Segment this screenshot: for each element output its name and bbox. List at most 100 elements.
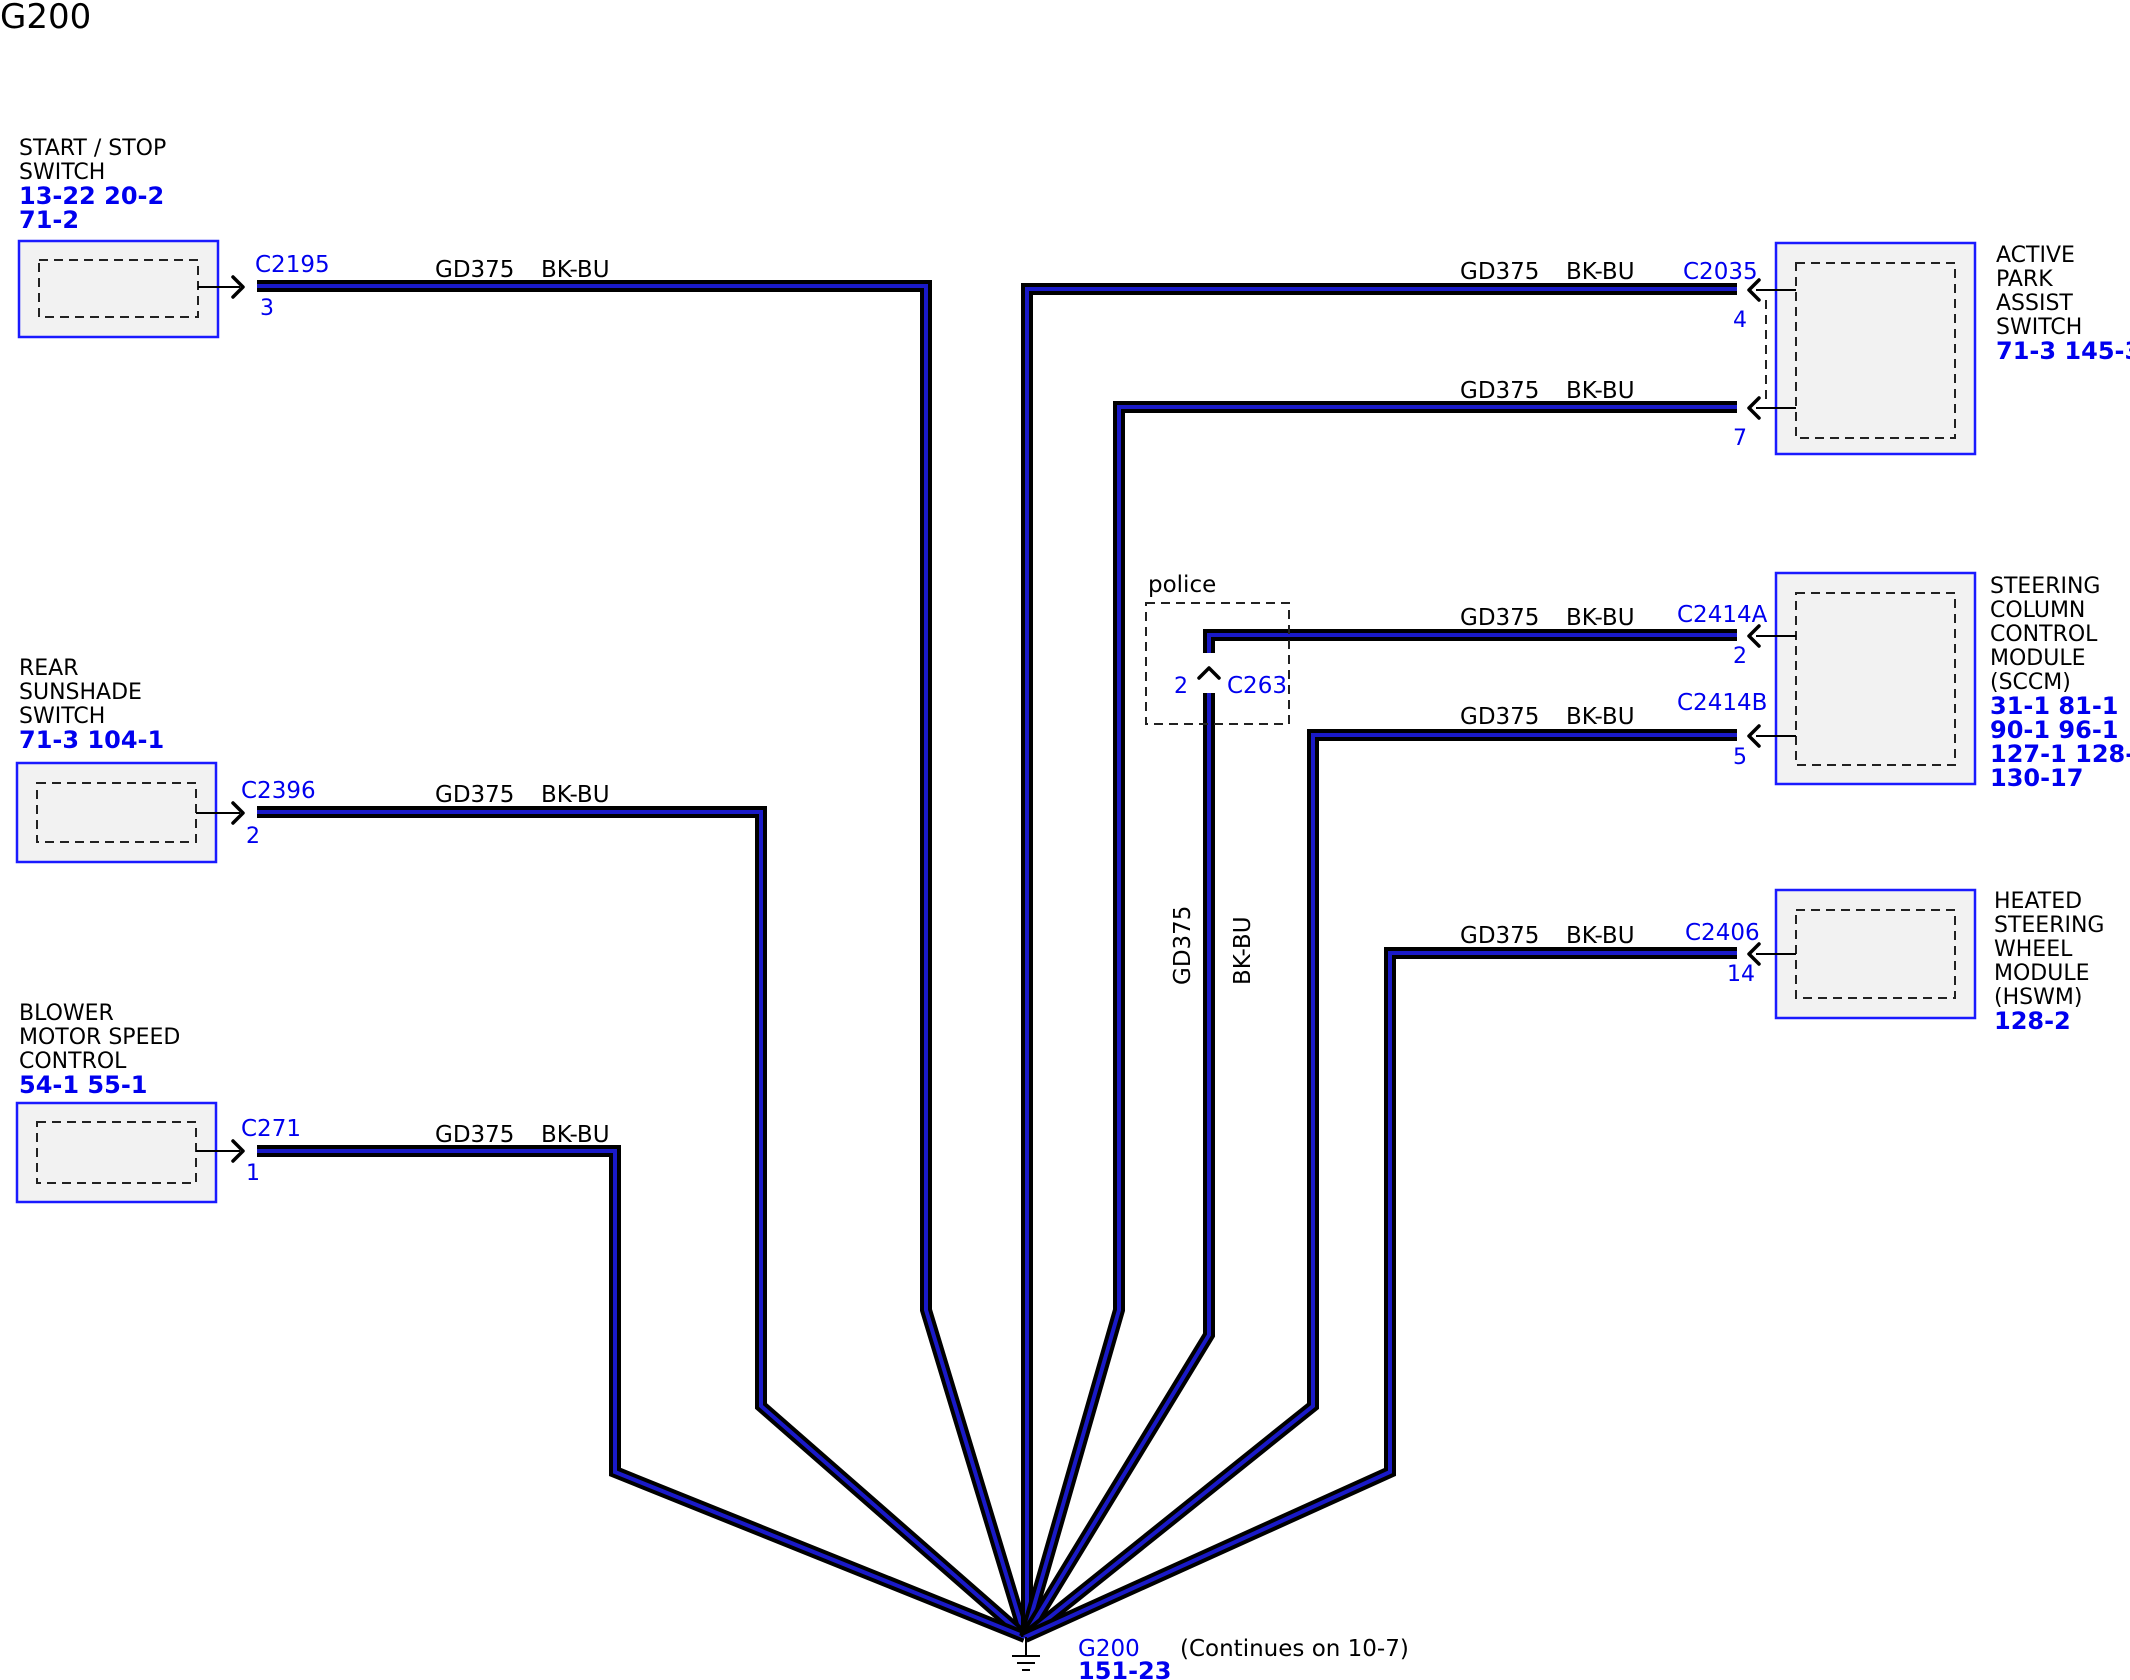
component-box bbox=[15, 1101, 218, 1204]
connector-arrow-icon bbox=[231, 1139, 245, 1163]
component-label: ASSIST bbox=[1996, 291, 2073, 316]
pin-number: 2 bbox=[1174, 674, 1188, 699]
ground-icon bbox=[1012, 1655, 1040, 1671]
component-label: CONTROL bbox=[1990, 622, 2098, 647]
wire-labels: GD375 BK-BU GD375 BK-BU GD375 BK-BU GD37… bbox=[435, 257, 1635, 1148]
component-label: STEERING bbox=[1994, 913, 2104, 938]
option-box bbox=[1145, 602, 1290, 725]
page-ref[interactable]: 71-3 104-1 bbox=[19, 726, 164, 754]
component-label: CONTROL bbox=[19, 1049, 127, 1074]
component-label: MODULE bbox=[1994, 961, 2090, 986]
component-box bbox=[1774, 241, 1977, 456]
component-start-stop-switch[interactable]: START / STOP SWITCH 13-22 20-2 71-2 C219… bbox=[17, 136, 330, 339]
wire-sccm-c2414b[interactable] bbox=[1021, 729, 1737, 1642]
wire-park-assist-4[interactable] bbox=[1021, 283, 1737, 1637]
component-box bbox=[1774, 888, 1977, 1020]
page-ref[interactable]: 151-23 bbox=[1078, 1657, 1171, 1680]
component-rear-sunshade-switch[interactable]: REAR SUNSHADE SWITCH 71-3 104-1 C2396 2 bbox=[15, 656, 316, 864]
connector-id[interactable]: C2414A bbox=[1677, 602, 1768, 628]
page-ref[interactable]: 90-1 96-1 bbox=[1990, 716, 2118, 744]
component-label: MODULE bbox=[1990, 646, 2086, 671]
pin-number: 4 bbox=[1733, 308, 1747, 333]
connector-id[interactable]: C2414B bbox=[1677, 690, 1767, 716]
wire-hswm[interactable] bbox=[1022, 947, 1737, 1643]
connector-id[interactable]: C2035 bbox=[1683, 259, 1758, 285]
component-label: (HSWM) bbox=[1994, 985, 2082, 1010]
page-ref[interactable]: 31-1 81-1 bbox=[1990, 692, 2118, 720]
circuit-label: GD375 bbox=[1460, 605, 1539, 631]
connector-id[interactable]: C2396 bbox=[241, 778, 316, 804]
circuit-label: GD375 bbox=[1460, 378, 1539, 404]
connector-arrow-icon bbox=[1197, 666, 1221, 680]
connector-id[interactable]: C263 bbox=[1227, 673, 1287, 699]
component-label: SWITCH bbox=[19, 160, 105, 185]
component-label: REAR bbox=[19, 656, 79, 681]
pin-number: 2 bbox=[1733, 644, 1747, 669]
page-ref[interactable]: 71-3 145-3 bbox=[1996, 337, 2130, 365]
circuit-label: GD375 bbox=[1170, 906, 1196, 985]
component-label: ACTIVE bbox=[1996, 243, 2075, 268]
component-blower-motor-speed-control[interactable]: BLOWER MOTOR SPEED CONTROL 54-1 55-1 C27… bbox=[15, 1001, 301, 1204]
wire-rear-sunshade[interactable] bbox=[257, 806, 1029, 1642]
pin-number: 2 bbox=[246, 824, 260, 849]
component-inner bbox=[1795, 592, 1956, 766]
connector-id[interactable]: C2195 bbox=[255, 252, 330, 278]
wire-color-label: BK-BU bbox=[1566, 605, 1635, 631]
page-ref[interactable]: 128-2 bbox=[1994, 1007, 2071, 1035]
connector-arrow-icon bbox=[231, 275, 245, 299]
wire-color-label: BK-BU bbox=[1566, 378, 1635, 404]
wires bbox=[257, 280, 1737, 1643]
circuit-label: GD375 bbox=[435, 782, 514, 808]
connector-id[interactable]: C271 bbox=[241, 1116, 301, 1142]
component-box bbox=[1774, 571, 1977, 786]
wire-blower[interactable] bbox=[257, 1145, 1028, 1643]
inline-connector-c263[interactable]: police 2 C263 bbox=[1145, 572, 1290, 725]
wire-color-label: BK-BU bbox=[1566, 259, 1635, 285]
wire-park-assist-7[interactable] bbox=[1019, 401, 1737, 1639]
wire-color-label: BK-BU bbox=[541, 257, 610, 283]
pin-number: 14 bbox=[1727, 962, 1755, 987]
component-box bbox=[15, 761, 218, 864]
circuit-label: GD375 bbox=[435, 257, 514, 283]
component-label: HEATED bbox=[1994, 889, 2082, 914]
component-label: START / STOP bbox=[19, 136, 166, 161]
wire-color-label: BK-BU bbox=[1566, 704, 1635, 730]
component-label: (SCCM) bbox=[1990, 670, 2071, 695]
component-label: SWITCH bbox=[19, 704, 105, 729]
wire-sccm-c2414a[interactable] bbox=[1019, 629, 1737, 1641]
wire-color-label: BK-BU bbox=[1230, 916, 1256, 985]
connector-arrow-icon bbox=[1747, 278, 1761, 302]
pin-number: 7 bbox=[1733, 426, 1747, 451]
component-label: MOTOR SPEED bbox=[19, 1025, 180, 1050]
page-ref[interactable]: 127-1 128-1 bbox=[1990, 740, 2130, 768]
component-inner bbox=[38, 259, 199, 318]
page-title: G200 bbox=[0, 0, 91, 37]
page-ref[interactable]: 54-1 55-1 bbox=[19, 1071, 147, 1099]
page-ref[interactable]: 71-2 bbox=[19, 206, 79, 234]
pin-number: 3 bbox=[260, 296, 274, 321]
pin-number: 5 bbox=[1733, 745, 1747, 770]
component-hswm[interactable]: C2406 14 HEATED STEERING WHEEL MODULE (H… bbox=[1685, 888, 2104, 1035]
wire-start-stop[interactable] bbox=[257, 280, 1031, 1639]
circuit-label: GD375 bbox=[1460, 923, 1539, 949]
connector-arrow-icon bbox=[1747, 624, 1761, 648]
option-label: police bbox=[1148, 572, 1216, 598]
connector-id[interactable]: C2406 bbox=[1685, 920, 1760, 946]
component-label: STEERING bbox=[1990, 574, 2100, 599]
component-label: SWITCH bbox=[1996, 315, 2082, 340]
page-ref[interactable]: 130-17 bbox=[1990, 764, 2083, 792]
connector-arrow-icon bbox=[1747, 724, 1761, 748]
ground-name[interactable]: G200 bbox=[1078, 1636, 1140, 1662]
component-label: BLOWER bbox=[19, 1001, 114, 1026]
component-active-park-assist-switch[interactable]: C2035 4 7 ACTIVE PARK ASSIST SWITCH 71-3… bbox=[1683, 241, 2130, 456]
wire-color-label: BK-BU bbox=[541, 1122, 610, 1148]
circuit-label: GD375 bbox=[1460, 704, 1539, 730]
component-inner bbox=[1795, 262, 1956, 439]
component-sccm[interactable]: C2414A C2414B 2 5 STEERING COLUMN CONTRO… bbox=[1677, 571, 2130, 792]
component-inner bbox=[36, 1121, 197, 1184]
page-ref[interactable]: 13-22 20-2 bbox=[19, 182, 164, 210]
circuit-label: GD375 bbox=[1460, 259, 1539, 285]
pin-number: 1 bbox=[246, 1161, 260, 1186]
ground-g200[interactable]: G200 151-23 (Continues on 10-7) bbox=[1012, 1636, 1409, 1680]
